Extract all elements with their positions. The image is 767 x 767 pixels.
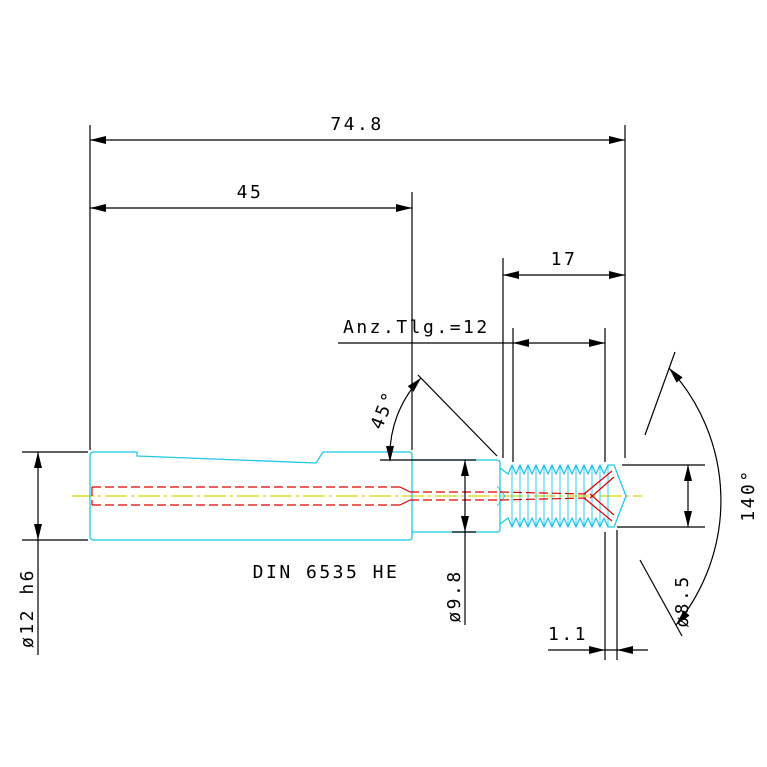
dimension-thread-diameter: ø8.5: [617, 464, 705, 628]
dimension-overall-length: 74.8: [89, 114, 626, 458]
dimension-neck-diameter: ø9.8: [380, 459, 476, 625]
neck-coolant: [410, 491, 500, 501]
lower-angle-ray: [639, 559, 683, 637]
angle-arc: [668, 367, 722, 626]
tip-coolant-upper: [583, 470, 615, 499]
shank-standard-label: DIN 6535 HE: [253, 562, 400, 583]
shank-diameter-label: ø12 h6: [17, 568, 38, 648]
cutting-length-label: 17: [551, 249, 578, 270]
overall-length-label: 74.8: [330, 114, 383, 135]
tip-coolant-lower: [583, 493, 615, 522]
arrowhead-right: [617, 646, 633, 654]
thread-diameter-label: ø8.5: [672, 574, 693, 627]
arrowhead-right: [589, 339, 605, 347]
arrowhead-right: [609, 136, 625, 144]
arrowhead-top: [34, 452, 42, 468]
flute-start-mark: [496, 485, 506, 507]
arrowhead-lower: [386, 446, 394, 462]
arrowhead-bottom: [34, 524, 42, 540]
arrowhead-left: [503, 271, 519, 279]
thread-coolant: [499, 491, 587, 501]
shank-length-label: 45: [237, 182, 264, 203]
tip-offset-label: 1.1: [548, 624, 588, 645]
arrowhead-top: [684, 465, 692, 481]
dimension-cutting-length: 17: [502, 249, 625, 458]
arrowhead-left: [589, 646, 605, 654]
dimension-flute-count: Anz.Tlg.=12: [338, 317, 606, 462]
arrowhead-lower: [676, 610, 690, 625]
chamfer-reference-line: [417, 374, 498, 457]
thread-teeth-outline: [499, 464, 627, 528]
dimension-tip-offset: 1.1: [548, 530, 648, 660]
shank-outline: [89, 451, 413, 541]
arrowhead-left: [90, 204, 106, 212]
arrowhead-upper: [407, 378, 421, 392]
point-angle-label: 140°: [738, 468, 759, 521]
arrowhead-bottom: [684, 511, 692, 527]
arrowhead-right: [396, 204, 412, 212]
dimension-point-angle: 140°: [639, 351, 759, 637]
coolant-channel: [91, 470, 615, 522]
neck-outline: [412, 459, 501, 533]
arrowhead-bottom: [461, 516, 469, 532]
upper-angle-ray: [644, 351, 676, 436]
dimension-shank-length: 45: [90, 182, 413, 450]
dimension-shank-diameter: ø12 h6: [17, 451, 88, 655]
neck-diameter-label: ø9.8: [444, 569, 465, 622]
arrowhead-upper: [669, 368, 683, 383]
arrowhead-left: [513, 339, 529, 347]
arrowhead-left: [90, 136, 106, 144]
arrowhead-top: [461, 460, 469, 476]
coolant-taper: [399, 486, 411, 506]
flute-count-label: Anz.Tlg.=12: [343, 317, 490, 338]
arrowhead-right: [609, 271, 625, 279]
